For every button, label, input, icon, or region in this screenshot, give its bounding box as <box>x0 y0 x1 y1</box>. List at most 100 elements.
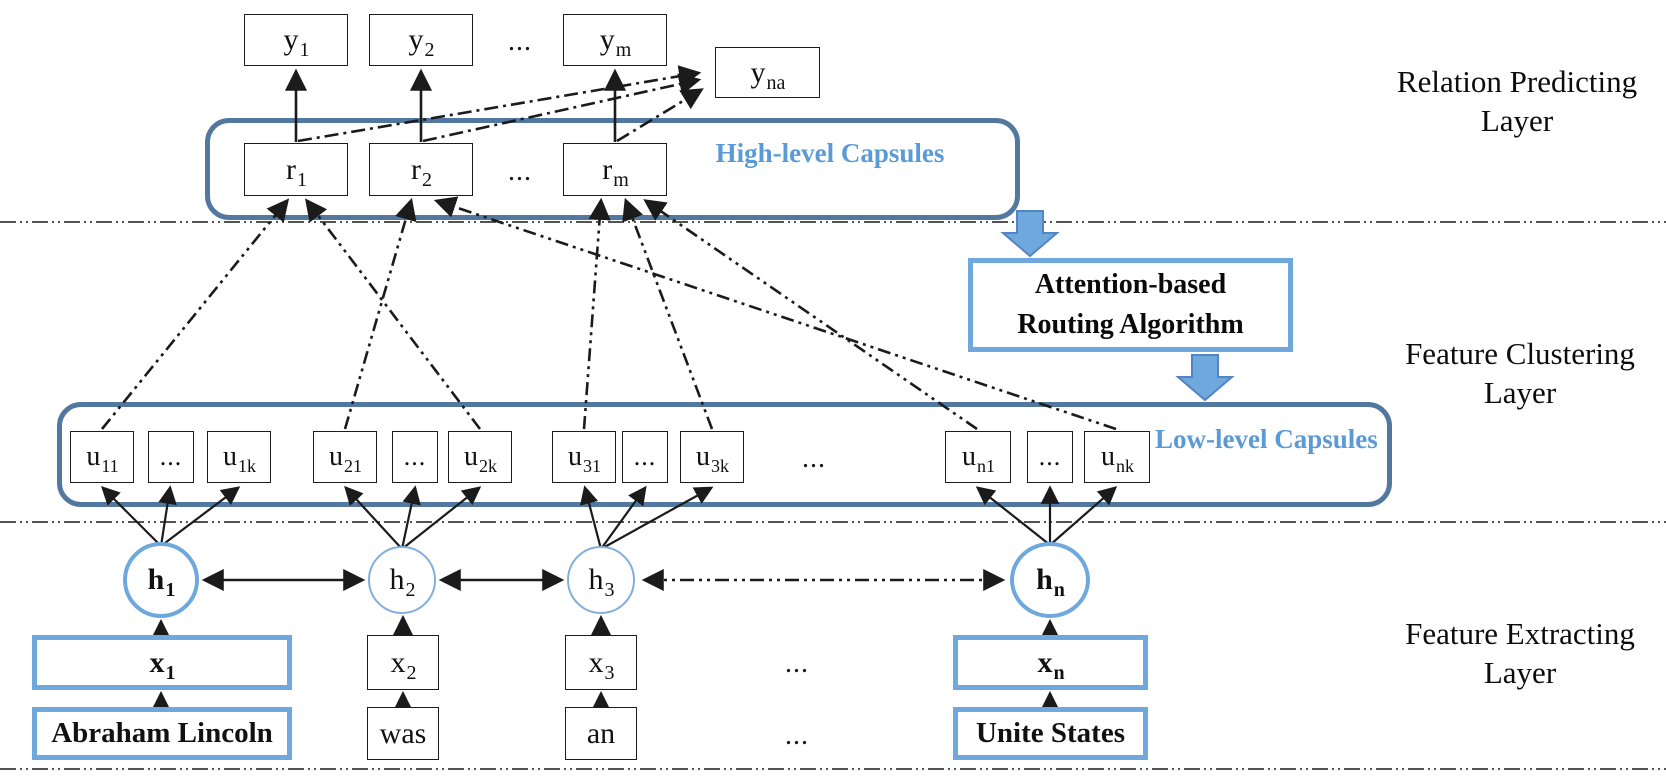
y1-label: y <box>283 23 299 56</box>
u31-label: u <box>568 441 582 472</box>
token-was: was <box>367 707 439 760</box>
y2-subscript: 2 <box>424 39 435 61</box>
x1-node: x1 <box>32 635 292 690</box>
relation-predicting-line2: Layer <box>1480 103 1554 138</box>
h3-subscript: 3 <box>604 579 615 601</box>
un1-subscript: n1 <box>977 456 995 476</box>
rm-node: rm <box>563 143 667 196</box>
token-unite-states-label: Unite States <box>975 717 1125 749</box>
output-row-ellipsis: ... <box>508 26 532 57</box>
down-arrow-icon-to-routing <box>1000 210 1060 258</box>
r-to-y-arrows <box>284 68 627 142</box>
h2-label: h <box>389 563 405 596</box>
layer-label-relation-predicting: Relation Predicting Layer <box>1347 62 1666 140</box>
embedding-row-ellipsis: ... <box>785 648 809 679</box>
u3-ellipsis: ... <box>633 442 657 471</box>
routing-box-line1: Attention-based <box>1034 269 1227 300</box>
u1-ellipsis: ... <box>159 442 183 471</box>
h2-subscript: 2 <box>405 579 416 601</box>
u11-node: u11 <box>70 431 134 483</box>
y1-node: y1 <box>244 14 348 66</box>
xn-node: xn <box>953 635 1148 690</box>
feature-clustering-line1: Feature Clustering <box>1405 336 1635 371</box>
x2-label: x <box>390 645 406 679</box>
token-to-x-arrows <box>150 690 1061 712</box>
routing-algorithm-box: Attention-based Routing Algorithm <box>968 258 1293 352</box>
h2-node: h2 <box>368 546 436 614</box>
yna-label: y <box>750 55 766 89</box>
un1-label: u <box>962 441 976 472</box>
routing-connection-lines <box>100 196 1117 431</box>
rm-subscript: m <box>613 168 629 191</box>
feature-clustering-line2: Layer <box>1483 375 1557 410</box>
token-was-label: was <box>379 716 427 750</box>
u3k-node: u3k <box>680 431 744 483</box>
u21-label: u <box>329 441 343 472</box>
x-to-h-arrows <box>150 614 1061 640</box>
u1-ellipsis-box: ... <box>148 431 194 483</box>
token-unite-states: Unite States <box>953 707 1148 760</box>
y2-label: y <box>408 23 424 56</box>
u31-subscript: 31 <box>583 456 601 476</box>
down-arrow-icon-from-routing <box>1175 354 1235 402</box>
token-an-label: an <box>586 716 616 750</box>
un1-node: un1 <box>945 431 1011 483</box>
u1k-label: u <box>223 441 237 472</box>
r2-subscript: 2 <box>422 168 432 191</box>
x1-subscript: 1 <box>165 661 176 684</box>
u2k-label: u <box>464 441 478 472</box>
routing-box-line2: Routing Algorithm <box>1017 309 1244 340</box>
high-level-capsules-container <box>205 118 1020 220</box>
unk-node: unk <box>1084 431 1150 483</box>
unk-label: u <box>1101 441 1115 472</box>
x2-subscript: 2 <box>406 661 417 684</box>
xn-label: x <box>1037 645 1053 679</box>
unk-subscript: nk <box>1116 456 1134 476</box>
h1-label: h <box>147 563 165 596</box>
u11-subscript: 11 <box>101 456 119 476</box>
un-ellipsis: ... <box>1038 442 1062 471</box>
yna-subscript: na <box>766 71 786 94</box>
hn-label: h <box>1036 563 1053 596</box>
x3-label: x <box>588 645 604 679</box>
x1-label: x <box>149 645 165 679</box>
u31-node: u31 <box>552 431 616 483</box>
layer-label-feature-extracting: Feature Extracting Layer <box>1350 614 1666 692</box>
ym-node: ym <box>563 14 667 66</box>
u1k-node: u1k <box>207 431 271 483</box>
rm-label: r <box>602 152 613 186</box>
y2-node: y2 <box>369 14 473 66</box>
r2-label: r <box>411 152 421 186</box>
u3-ellipsis-box: ... <box>622 431 668 483</box>
yna-node: yna <box>715 47 820 98</box>
u2k-node: u2k <box>448 431 512 483</box>
h-to-u-fan-arrows <box>101 485 1118 550</box>
u21-node: u21 <box>313 431 377 483</box>
r2-node: r2 <box>369 143 473 196</box>
layer-label-feature-clustering: Feature Clustering Layer <box>1350 334 1666 412</box>
low-level-capsules-label: Low-level Capsules <box>1155 424 1378 454</box>
feature-extracting-line1: Feature Extracting <box>1405 616 1635 651</box>
feature-extracting-line2: Layer <box>1483 655 1557 690</box>
u3k-subscript: 3k <box>711 456 729 476</box>
relation-predicting-line1: Relation Predicting <box>1396 64 1638 99</box>
u2k-subscript: 2k <box>479 456 497 476</box>
u21-subscript: 21 <box>344 456 362 476</box>
u3k-label: u <box>696 441 710 472</box>
u1k-subscript: 1k <box>238 456 256 476</box>
h1-node: h1 <box>123 542 199 618</box>
hn-subscript: n <box>1053 579 1065 601</box>
token-an: an <box>565 707 637 760</box>
xn-subscript: n <box>1053 661 1065 684</box>
u2-ellipsis: ... <box>403 442 427 471</box>
low-level-capsules-container <box>57 402 1392 507</box>
r-to-yna-arrows <box>297 65 704 143</box>
token-row-ellipsis: ... <box>785 720 809 751</box>
x3-subscript: 3 <box>604 661 615 684</box>
r1-subscript: 1 <box>297 168 307 191</box>
high-level-capsules-label: High-level Capsules <box>715 138 945 168</box>
h3-node: h3 <box>567 546 635 614</box>
u11-label: u <box>86 441 101 472</box>
